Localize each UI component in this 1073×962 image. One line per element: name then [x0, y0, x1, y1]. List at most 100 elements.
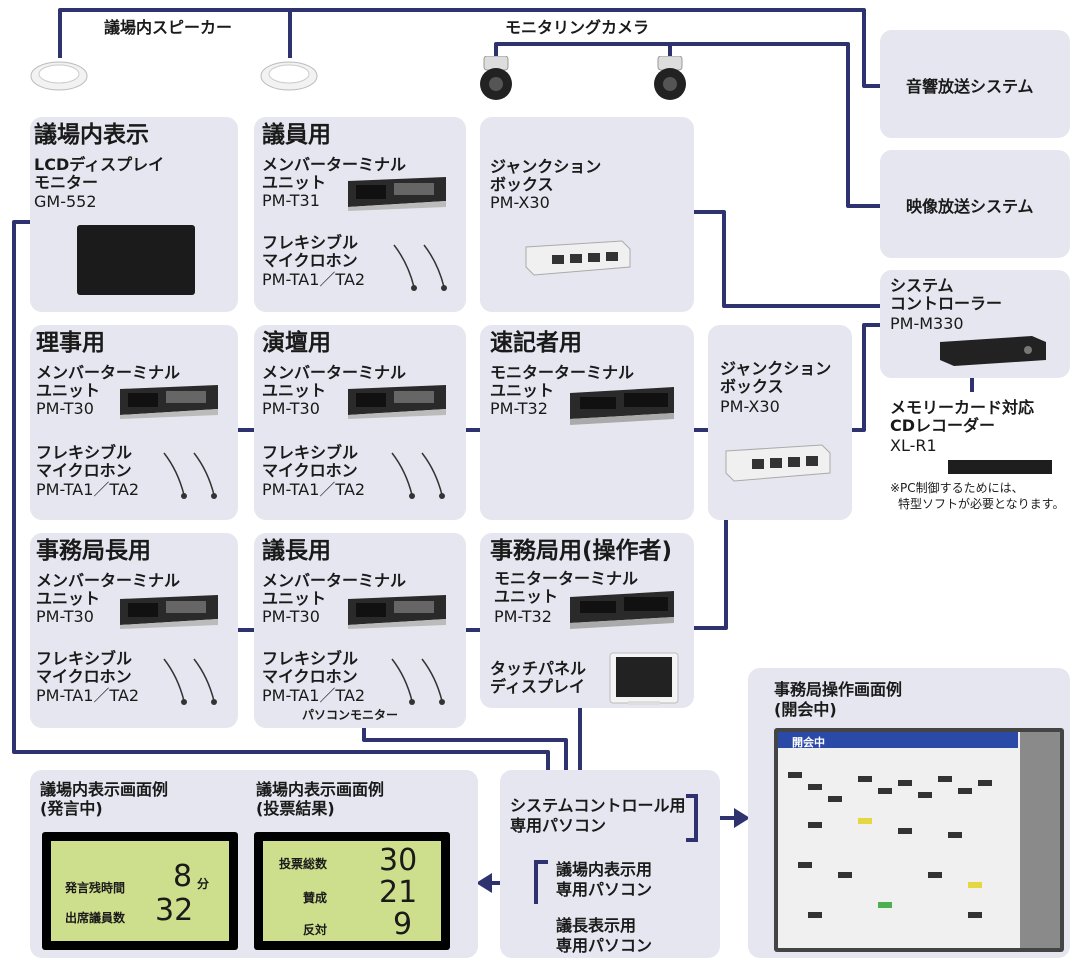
recorder-note-2: 特型ソフトが必要となります。: [898, 497, 1065, 511]
op-screen-box: 事務局操作画面例 (開会中) 開会中: [748, 668, 1070, 958]
screen1-row2-value: 32: [155, 893, 194, 928]
op-screen-title-line1: 事務局操作画面例: [774, 680, 903, 699]
display-pc-line2: 専用パソコン: [556, 880, 653, 899]
gicho-term-line1: メンバーターミナル: [262, 571, 407, 590]
controller-model: PM-M330: [890, 314, 964, 333]
junction1-line2: ボックス: [490, 175, 554, 194]
gicho-term-model: PM-T30: [262, 607, 320, 626]
gicho-mic-line2: マイクロホン: [262, 667, 358, 686]
gicho-mic-line1: フレキシブル: [262, 649, 359, 668]
rijiyo-mic-model: PM-TA1／TA2: [36, 480, 140, 499]
control-pc-line1: システムコントロール用: [510, 796, 686, 815]
display-box: 議場内表示 LCDディスプレイ モニター GM-552: [30, 117, 238, 312]
screen1-row1-value: 8: [173, 859, 193, 894]
junction1-model: PM-X30: [490, 193, 550, 212]
screen1-row1-unit: 分: [197, 877, 210, 891]
flexible-mic-image: [160, 657, 220, 707]
flexible-mic-image: [160, 451, 220, 501]
gicho-term-line2: ユニット: [262, 589, 327, 608]
sokki-title: 速記者用: [490, 330, 582, 356]
op-screen-sidebar: [1020, 732, 1060, 948]
ceiling-speaker-2: [260, 56, 318, 92]
display-line1: LCDディスプレイ: [34, 155, 165, 174]
rijiyo-title: 理事用: [36, 330, 105, 356]
giin-term-model: PM-T31: [262, 191, 320, 210]
junction-box-image: [722, 441, 834, 485]
jimukyoku-model: PM-T32: [494, 607, 552, 626]
touch-line1: タッチパネル: [490, 659, 587, 678]
lcd-monitor-image: [77, 225, 195, 295]
sokki-line1: モニターターミナル: [490, 363, 635, 382]
op-screen-title-line2: (開会中): [774, 700, 837, 719]
screen2-row2-label: 賛成: [303, 891, 328, 905]
endan-term-line2: ユニット: [262, 381, 327, 400]
giin-mic-model: PM-TA1／TA2: [262, 270, 366, 289]
op-screen-header: 開会中: [778, 732, 848, 749]
jimukyoku-box: 事務局用(操作者) モニターターミナル ユニット PM-T32 タッチパネル デ…: [480, 533, 694, 708]
jimukyokucho-title: 事務局長用: [36, 538, 151, 564]
sokki-line2: ユニット: [490, 381, 555, 400]
junction1-line1: ジャンクション: [490, 157, 602, 176]
jimukyokucho-term-line2: ユニット: [36, 589, 101, 608]
screen2-row1-label: 投票総数: [279, 857, 328, 871]
jimukyokucho-box: 事務局長用 メンバーターミナル ユニット PM-T30 フレキシブル マイクロホ…: [30, 533, 238, 728]
arrow-to-op-screen: [734, 808, 750, 828]
arrow-to-screens: [476, 873, 492, 893]
terminal-unit-image: [342, 385, 450, 419]
screen2-title-line2: (投票結果): [256, 799, 335, 818]
wire-junction2-controller: [852, 323, 880, 432]
sokki-box: 速記者用 モニターターミナル ユニット PM-T32: [480, 325, 694, 520]
screen1-title-line1: 議場内表示画面例: [40, 780, 169, 799]
jimukyokucho-term-line1: メンバーターミナル: [36, 571, 181, 590]
cd-recorder-image: [948, 460, 1052, 474]
display-model: GM-552: [34, 192, 97, 211]
jimukyokucho-mic-line2: マイクロホン: [36, 667, 132, 686]
junction2-line1: ジャンクション: [720, 359, 832, 378]
wire-jimukyoku-junction2: [694, 520, 728, 630]
giin-title: 議員用: [262, 122, 331, 148]
recorder-line2: CDレコーダー: [890, 416, 996, 435]
rijiyo-term-model: PM-T30: [36, 399, 94, 418]
junction2-model: PM-X30: [720, 397, 780, 416]
rijiyo-mic-line2: マイクロホン: [36, 461, 132, 480]
audio-system-label: 音響放送システム: [906, 77, 1034, 96]
jimukyokucho-mic-model: PM-TA1／TA2: [36, 686, 140, 705]
screen1-row1-label: 発言残時間: [65, 881, 126, 895]
junction1-box: ジャンクション ボックス PM-X30: [480, 117, 694, 312]
junction2-box: ジャンクション ボックス PM-X30: [708, 325, 852, 520]
video-system-box: 映像放送システム: [880, 150, 1070, 258]
jimukyoku-title: 事務局用(操作者): [490, 538, 673, 564]
screen1-title-line2: (発言中): [40, 799, 103, 818]
screen2-row2-value: 21: [379, 875, 418, 910]
screen2-row1-value: 30: [379, 843, 418, 878]
dome-camera-1: [478, 55, 514, 102]
gicho-title: 議長用: [262, 538, 331, 564]
terminal-unit-image: [342, 595, 450, 629]
terminal-unit-image: [114, 385, 222, 419]
jimukyoku-line1: モニターターミナル: [494, 569, 639, 588]
display-title: 議場内表示: [34, 122, 149, 148]
screen2-display: 投票総数 30 賛成 21 反対 9: [254, 832, 450, 950]
controller-image: [938, 334, 1048, 368]
endan-term-model: PM-T30: [262, 399, 320, 418]
monitor-terminal-image: [566, 591, 678, 629]
monitor-terminal-image: [566, 387, 678, 425]
controller-box: システム コントローラー PM-M330: [880, 270, 1070, 378]
wire-camera-bus: [494, 42, 880, 208]
video-system-label: 映像放送システム: [906, 197, 1034, 216]
junction-box-image: [522, 237, 634, 277]
dome-camera-2: [652, 55, 688, 102]
screen-examples-box: 議場内表示画面例 (発言中) 議場内表示画面例 (投票結果) 発言残時間 8 分…: [30, 770, 478, 958]
terminal-unit-image: [114, 595, 222, 629]
screen1-row2-label: 出席議員数: [65, 911, 126, 925]
endan-mic-model: PM-TA1／TA2: [262, 480, 366, 499]
display-line2: モニター: [34, 173, 99, 192]
cameras-label: モニタリングカメラ: [505, 18, 650, 37]
rijiyo-term-line1: メンバーターミナル: [36, 363, 181, 382]
jimukyoku-line2: ユニット: [494, 587, 559, 606]
giin-term-line2: ユニット: [262, 173, 327, 192]
recorder-box: メモリーカード対応 CDレコーダー XL-R1 ※PC制御するためには、 特型ソ…: [880, 392, 1070, 522]
endan-title: 演壇用: [262, 330, 331, 356]
